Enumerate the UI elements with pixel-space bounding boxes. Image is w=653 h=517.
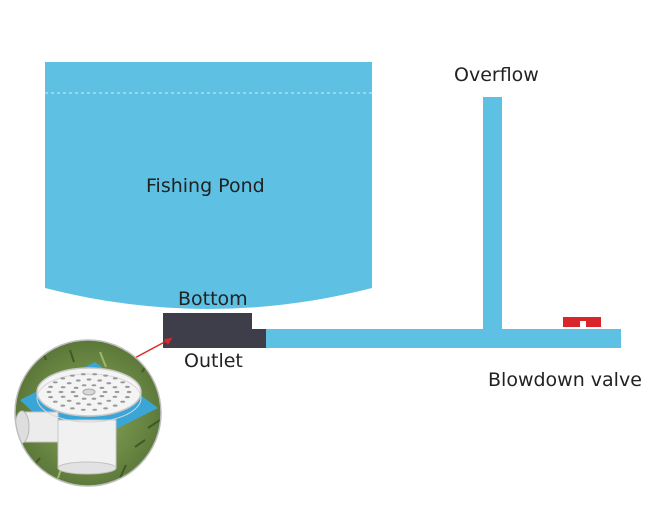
grate-slot: [48, 396, 53, 399]
grate-slot: [70, 390, 76, 394]
grate-slot: [125, 396, 130, 399]
drain-pipe: [266, 329, 621, 348]
grate-slot: [80, 408, 86, 411]
blowdown-valve: [563, 317, 601, 327]
overflow-pipe: [483, 97, 502, 329]
bottom-label: Bottom: [178, 288, 248, 310]
grate-slot: [112, 386, 118, 389]
grate-slot: [46, 390, 52, 394]
grate-slot: [102, 390, 108, 394]
grate-slot: [80, 373, 86, 376]
grate-slot: [60, 377, 66, 380]
grate-slot: [92, 408, 98, 411]
grate-slot: [112, 395, 118, 398]
grate-slot: [103, 374, 108, 377]
grate-slot: [52, 400, 58, 403]
grate-slot: [48, 385, 53, 388]
grate-slot: [120, 400, 126, 403]
grate-slot: [99, 395, 105, 398]
grate-slot: [97, 402, 103, 405]
outlet-label: Outlet: [184, 350, 243, 372]
grate-slot: [73, 386, 79, 389]
grate-slot: [60, 404, 66, 407]
grate-slot: [114, 390, 120, 394]
grate-slot: [66, 399, 72, 402]
inset-border: [14, 339, 162, 487]
grate-slot: [86, 403, 92, 406]
grate-slot: [60, 386, 66, 389]
overflow-label: Overflow: [454, 64, 539, 86]
grate-slot: [112, 404, 118, 407]
grate-slot: [112, 377, 118, 380]
grate-slot: [120, 381, 126, 384]
grate-slot: [91, 384, 97, 387]
grate-slot: [91, 397, 97, 400]
grate-slot: [99, 386, 105, 389]
grate-slot: [52, 381, 58, 384]
grate-slot: [81, 384, 87, 387]
grate-slot: [70, 407, 75, 410]
grate-slot: [103, 407, 108, 410]
pond-tank: [45, 62, 372, 309]
grate-slot: [75, 402, 81, 405]
grate-slot: [126, 390, 132, 394]
grate-slot: [73, 395, 79, 398]
bottom-outlet-block: [163, 313, 266, 348]
grate-slot: [75, 379, 81, 382]
fishing-pond-label: Fishing Pond: [146, 175, 265, 197]
grate-slot: [81, 397, 87, 400]
grate-slot: [97, 379, 103, 382]
pointer-arrowhead: [164, 338, 172, 345]
bottom-drain-photo: [15, 340, 161, 486]
blowdown-valve-label: Blowdown valve: [488, 369, 642, 391]
drain-grate-icon: [46, 373, 132, 411]
grate-slot: [58, 390, 64, 394]
grate-slot: [106, 399, 112, 402]
grate-slot: [60, 395, 66, 398]
grate-slot: [106, 382, 112, 385]
grate-slot: [66, 382, 72, 385]
grate-slot: [92, 373, 98, 376]
grate-slot: [70, 374, 75, 377]
pointer-line: [130, 337, 173, 361]
grate-slot: [86, 378, 92, 381]
grate-hub: [82, 388, 96, 396]
grate-slot: [125, 385, 130, 388]
